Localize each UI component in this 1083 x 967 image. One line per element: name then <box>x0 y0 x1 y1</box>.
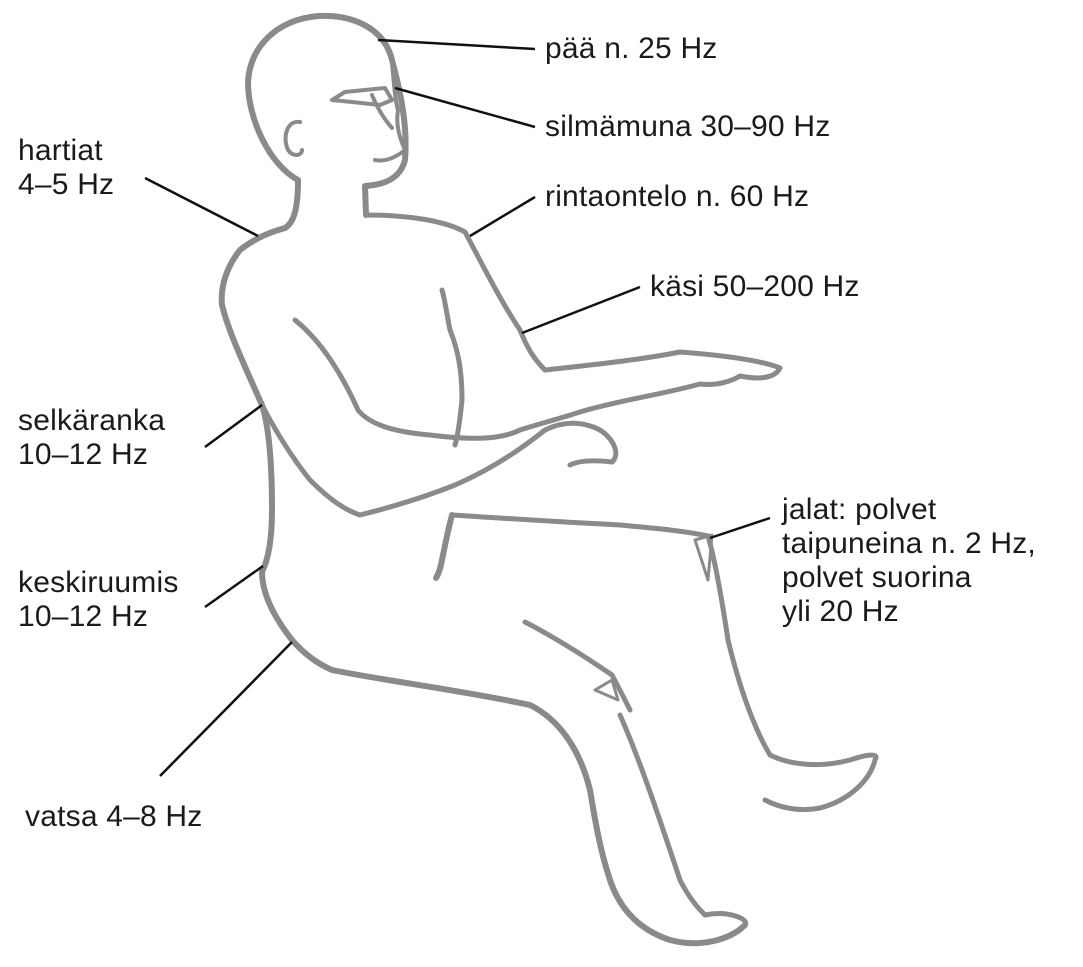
label-abdomen: vatsa 4–8 Hz <box>25 800 203 834</box>
label-eyeball: silmämuna 30–90 Hz <box>545 110 830 144</box>
forearm-outline <box>520 352 780 430</box>
label-torso-line1: keskiruumis <box>18 566 179 600</box>
arm-back-outline <box>262 405 360 515</box>
label-shoulders: hartiat 4–5 Hz <box>18 134 114 202</box>
leader-torso <box>205 566 263 607</box>
label-spine-line2: 10–12 Hz <box>18 438 165 472</box>
leader-legs <box>710 518 770 538</box>
label-hand: käsi 50–200 Hz <box>650 270 860 304</box>
chest-centre-line <box>442 290 462 445</box>
label-spine-line1: selkäranka <box>18 404 165 438</box>
leader-chest <box>470 197 535 236</box>
eye-glasses <box>332 88 392 128</box>
label-shoulders-line1: hartiat <box>18 134 114 168</box>
hip-outline <box>436 515 452 578</box>
ear-outline <box>286 122 302 155</box>
leader-eyeball <box>395 88 535 127</box>
label-hand-text: käsi 50–200 Hz <box>650 270 860 304</box>
leader-lines <box>145 40 770 776</box>
shin-inner-outline <box>620 715 705 915</box>
leader-spine <box>205 405 262 447</box>
label-eyeball-text: silmämuna 30–90 Hz <box>545 110 830 144</box>
upper-arm-outline <box>295 320 520 438</box>
label-abdomen-text: vatsa 4–8 Hz <box>25 800 203 834</box>
label-chest: rintaontelo n. 60 Hz <box>545 180 809 214</box>
label-legs-line1: jalat: polvet <box>782 493 1036 527</box>
label-legs-line4: yli 20 Hz <box>782 595 1036 629</box>
label-torso-line2: 10–12 Hz <box>18 600 179 634</box>
label-head-text: pää n. 25 Hz <box>545 32 718 66</box>
foot-outline <box>705 914 746 925</box>
label-chest-text: rintaontelo n. 60 Hz <box>545 180 809 214</box>
leader-hand <box>522 287 640 333</box>
leader-head <box>378 40 535 49</box>
thigh-top-outline <box>452 515 708 536</box>
leader-abdomen <box>160 642 292 776</box>
leader-shoulders <box>145 178 258 236</box>
label-legs: jalat: polvet taipuneina n. 2 Hz, polvet… <box>782 493 1036 629</box>
label-shoulders-line2: 4–5 Hz <box>18 168 114 202</box>
body-outline <box>222 16 876 943</box>
label-head: pää n. 25 Hz <box>545 32 718 66</box>
label-legs-line2: taipuneina n. 2 Hz, <box>782 527 1036 561</box>
label-spine: selkäranka 10–12 Hz <box>18 404 165 472</box>
label-torso: keskiruumis 10–12 Hz <box>18 566 179 634</box>
label-legs-line3: polvet suorina <box>782 561 1036 595</box>
